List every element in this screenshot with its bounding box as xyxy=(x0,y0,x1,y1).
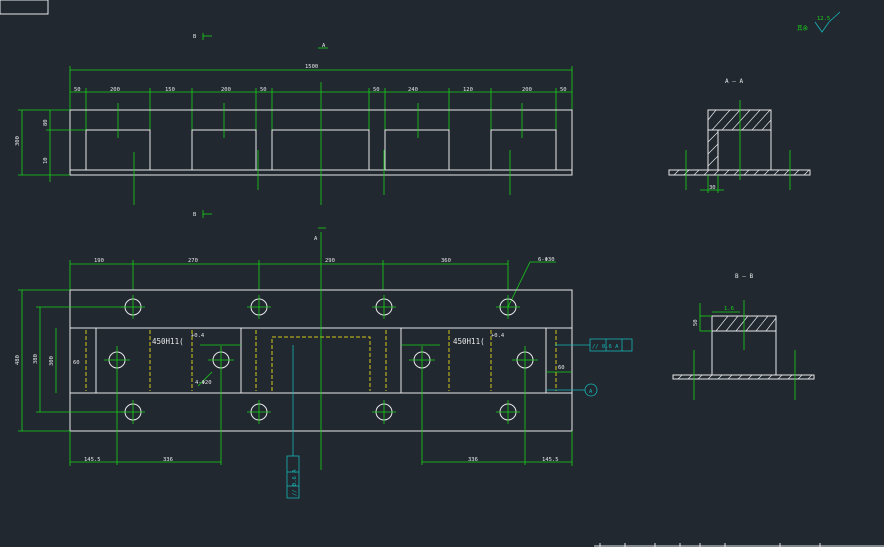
seg-dim-7: 240 xyxy=(408,87,418,93)
plan-bottom-dim-1: 145.5 xyxy=(84,457,101,463)
section-mark-b-top: B xyxy=(193,34,197,40)
front-view: B A 1500 50 200 150 200 50 50 240 120 20… xyxy=(15,33,573,205)
seg-dim-3: 150 xyxy=(165,87,175,93)
seg-dim-5: 50 xyxy=(260,87,267,93)
section-b-dim-top: 1.6 xyxy=(724,306,734,312)
fit-label-left: 450H11( xyxy=(152,337,184,346)
plan-bottom-dim-3: 336 xyxy=(468,457,478,463)
plan-view: B A 190 270 290 360 6-Φ30 xyxy=(15,210,633,499)
title-block-ticks xyxy=(599,543,821,547)
section-a-title: A — A xyxy=(725,78,743,85)
plan-side-right: 60 xyxy=(558,365,565,371)
hole-note-6x30: 6-Φ30 xyxy=(538,257,555,263)
plan-side-left: 60 xyxy=(73,360,80,366)
datum-symbol xyxy=(584,383,598,397)
hidden-lines xyxy=(85,330,557,391)
tolerance-text-right: // 0.6 A xyxy=(592,344,619,350)
datum-label: A xyxy=(589,389,593,395)
seg-dim-9: 200 xyxy=(522,87,532,93)
plan-height-380: 380 xyxy=(33,354,39,364)
section-a-dim: 30 xyxy=(709,185,716,191)
roughness-symbol: 其余 12.5 xyxy=(797,11,841,33)
section-b-title: B — B xyxy=(735,273,753,280)
tolerance-frame-right xyxy=(589,338,633,352)
section-a-a: A — A 30 xyxy=(668,78,811,193)
plan-top-dim-2: 270 xyxy=(188,258,198,264)
section-mark-b-plan: B xyxy=(193,212,197,218)
seg-dim-1: 50 xyxy=(74,87,81,93)
fit-label-right: 450H11( xyxy=(453,337,485,346)
seg-dim-8: 120 xyxy=(463,87,473,93)
height-dim-10: 10 xyxy=(43,157,49,164)
viewport-corner-box xyxy=(0,0,49,15)
tolerance-text-bottom: // 0.6 A xyxy=(292,469,298,496)
tolerance-frame-bottom xyxy=(286,455,300,499)
hole-note-4x20: 4-Φ20 xyxy=(195,380,212,386)
plan-top-dim-1: 190 xyxy=(94,258,104,264)
seg-dim-6: 50 xyxy=(373,87,380,93)
seg-dim-10: 50 xyxy=(560,87,567,93)
plan-height-480: 480 xyxy=(15,355,21,365)
plan-bottom-dim-4: 145.5 xyxy=(542,457,559,463)
section-mark-a-plan: A xyxy=(314,236,318,242)
height-dim-80: 80 xyxy=(43,119,49,126)
seg-dim-2: 200 xyxy=(110,87,120,93)
section-mark-a-top: A xyxy=(322,43,326,49)
plan-top-dim-3: 290 xyxy=(325,258,335,264)
fit-tol-right: +0.4 xyxy=(491,333,505,339)
plan-height-300: 300 xyxy=(49,356,55,366)
overall-length-dim: 1500 xyxy=(305,64,318,70)
roughness-value: 12.5 xyxy=(817,16,830,22)
section-b-dim-left: 50 xyxy=(693,319,699,326)
section-b-b: B — B 50 1.6 xyxy=(672,273,815,400)
roughness-label: 其余 xyxy=(797,24,809,32)
height-dim-300: 300 xyxy=(15,136,21,146)
plan-top-dim-4: 360 xyxy=(441,258,451,264)
seg-dim-4: 200 xyxy=(221,87,231,93)
plan-bottom-dim-2: 336 xyxy=(163,457,173,463)
fit-tol-left: +0.4 xyxy=(191,333,205,339)
